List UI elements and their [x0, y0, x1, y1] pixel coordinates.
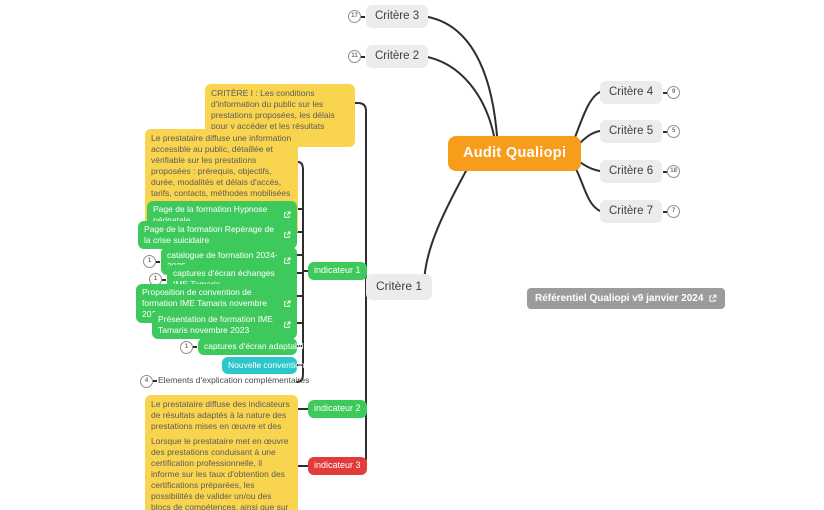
node-critere-7[interactable]: Critère 7 7: [600, 200, 681, 223]
child-count-badge[interactable]: 5: [663, 125, 681, 139]
node-nouvelle-convention[interactable]: Nouvelle convention: [222, 357, 305, 375]
node-critere-2[interactable]: 11 Critère 2: [348, 45, 429, 68]
node-captures-adaptabilite[interactable]: 1 captures d'écran adaptabilité: [180, 338, 312, 356]
node-referentiel-qualiopi[interactable]: Référentiel Qualiopi v9 janvier 2024: [527, 288, 726, 309]
node-label: Page de la formation Hypnose périnatale: [153, 204, 268, 225]
node-label: Critère 3: [375, 10, 420, 22]
node-indicateur-1[interactable]: indicateur 1: [308, 262, 367, 280]
external-link-icon: [283, 300, 291, 308]
node-critere-5[interactable]: Critère 5 5: [600, 120, 681, 143]
node-label: Critère 5: [609, 125, 654, 137]
node-label: Présentation de formation IME Tamaris no…: [158, 314, 273, 336]
node-label: Critère 2: [375, 50, 420, 62]
child-count-badge[interactable]: 4: [140, 374, 157, 388]
external-link-icon: [708, 294, 717, 303]
external-link-icon: [283, 321, 291, 329]
child-count-badge[interactable]: 11: [348, 50, 365, 64]
node-label: Elements d'explication complémentaires: [158, 375, 310, 385]
child-count-badge[interactable]: 1: [143, 255, 160, 269]
central-topic-label: Audit Qualiopi: [463, 145, 567, 161]
node-elements-explication[interactable]: 4 Elements d'explication complémentaires: [140, 374, 310, 388]
node-indicateur-3[interactable]: indicateur 3: [308, 457, 367, 475]
external-link-icon: [283, 257, 291, 265]
node-indicateur3-description[interactable]: Lorsque le prestataire met en œuvre des …: [145, 432, 298, 510]
node-label: Lorsque le prestataire met en œuvre des …: [151, 436, 289, 510]
central-topic-audit-qualiopi[interactable]: Audit Qualiopi: [448, 136, 582, 171]
node-label: indicateur 1: [314, 265, 361, 275]
child-count-badge[interactable]: 18: [663, 165, 681, 179]
node-critere-1[interactable]: Critère 1: [366, 274, 433, 300]
node-label: Critère 1: [376, 279, 423, 293]
node-label: Proposition de convention de formation I…: [142, 287, 268, 319]
external-link-icon: [283, 231, 291, 239]
node-label: indicateur 3: [314, 460, 361, 470]
node-critere-3[interactable]: 17 Critère 3: [348, 5, 429, 28]
external-link-icon: [283, 211, 291, 219]
node-critere-6[interactable]: Critère 6 18: [600, 160, 681, 183]
node-label: Référentiel Qualiopi v9 janvier 2024: [535, 293, 704, 304]
node-label: Critère 7: [609, 205, 654, 217]
node-indicateur-2[interactable]: indicateur 2: [308, 400, 367, 418]
node-critere-4[interactable]: Critère 4 9: [600, 81, 681, 104]
node-label: captures d'écran adaptabilité: [204, 341, 313, 351]
node-label: Nouvelle convention: [228, 360, 305, 370]
node-label: indicateur 2: [314, 403, 361, 413]
child-count-badge[interactable]: 9: [663, 86, 681, 100]
child-count-badge[interactable]: 7: [663, 205, 681, 219]
child-count-badge[interactable]: 17: [348, 10, 365, 24]
node-link-reperage-crise-suicidaire[interactable]: Page de la formation Repérage de la cris…: [138, 221, 297, 250]
node-label: Page de la formation Repérage de la cris…: [144, 224, 274, 246]
node-label: Critère 6: [609, 165, 654, 177]
child-count-badge[interactable]: 1: [180, 340, 197, 354]
node-presentation-formation-ime[interactable]: Présentation de formation IME Tamaris no…: [152, 311, 297, 340]
node-label: Critère 4: [609, 86, 654, 98]
